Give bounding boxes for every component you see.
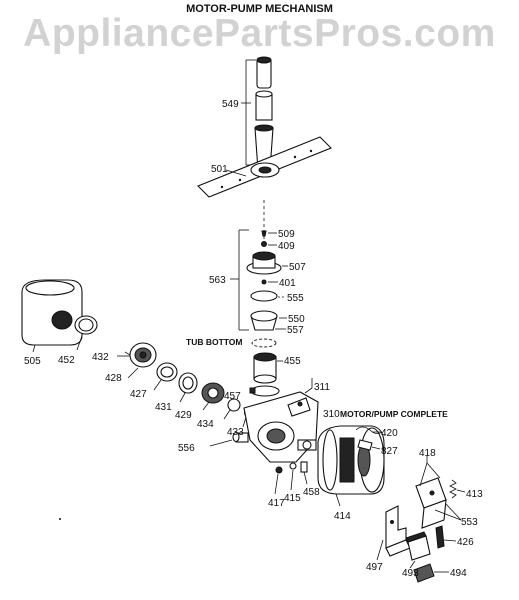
part-label-458: 458 bbox=[303, 487, 320, 498]
tub-bottom-caption: TUB BOTTOM bbox=[186, 337, 243, 347]
part-label-428: 428 bbox=[105, 373, 122, 384]
part-label-556: 556 bbox=[178, 443, 195, 454]
block-494-part bbox=[413, 563, 449, 583]
clamp-457-part bbox=[249, 385, 280, 397]
screw-458-part bbox=[300, 461, 308, 485]
part-label-550: 550 bbox=[288, 314, 305, 325]
fitting-556-part bbox=[209, 431, 249, 447]
part-label-505: 505 bbox=[24, 356, 41, 367]
part-label-501: 501 bbox=[211, 164, 228, 175]
coupling-455-part bbox=[253, 352, 283, 384]
part-label-497: 497 bbox=[366, 562, 383, 573]
watermark: AppliancePartsPros.com bbox=[23, 12, 496, 55]
block-493-part bbox=[405, 531, 431, 569]
impeller-429-part bbox=[201, 382, 225, 411]
part-label-563: 563 bbox=[209, 275, 226, 286]
part-label-418: 418 bbox=[419, 448, 436, 459]
clip-420-part bbox=[355, 426, 383, 434]
part-label-457: 457 bbox=[224, 391, 241, 402]
part-label-414: 414 bbox=[334, 511, 351, 522]
part-label-452: 452 bbox=[58, 355, 75, 366]
bracket-497-part bbox=[376, 505, 411, 561]
part-label-507: 507 bbox=[289, 262, 306, 273]
part-label-310: 310 bbox=[323, 409, 340, 420]
key-426-part bbox=[435, 525, 457, 549]
page-title: MOTOR-PUMP MECHANISM bbox=[186, 3, 333, 15]
assembly-563-bracket bbox=[230, 229, 249, 331]
part-label-827: 827 bbox=[381, 446, 398, 457]
part-434 bbox=[223, 398, 241, 420]
part-label-431: 431 bbox=[155, 402, 172, 413]
disc-431-part bbox=[178, 372, 198, 403]
oring-555-part bbox=[250, 290, 286, 302]
bracket-418-part bbox=[415, 456, 447, 529]
part-417 bbox=[274, 466, 283, 495]
impeller-428-part bbox=[117, 342, 157, 379]
part-label-553: 553 bbox=[461, 517, 478, 528]
part-label-549: 549 bbox=[222, 99, 239, 110]
ring-427-part bbox=[153, 362, 178, 391]
washer-409-part bbox=[261, 241, 277, 247]
part-label-409: 409 bbox=[278, 241, 295, 252]
part-label-455: 455 bbox=[284, 356, 301, 367]
spring-413-part bbox=[449, 479, 466, 499]
part-label-413: 413 bbox=[466, 489, 483, 500]
washer-415-part bbox=[289, 462, 297, 491]
part-label-401: 401 bbox=[279, 278, 296, 289]
motor-pump-complete-caption: MOTOR/PUMP COMPLETE bbox=[340, 409, 448, 419]
part-label-420: 420 bbox=[381, 428, 398, 439]
part-827 bbox=[357, 439, 381, 451]
part-label-432: 432 bbox=[92, 352, 109, 363]
part-label-417: 417 bbox=[268, 498, 285, 509]
part-label-427: 427 bbox=[130, 389, 147, 400]
speck-mark bbox=[59, 518, 61, 520]
part-label-429: 429 bbox=[175, 410, 192, 421]
part-label-415: 415 bbox=[284, 493, 301, 504]
clamp-452-part bbox=[74, 315, 98, 351]
inlet-housing-505-part bbox=[21, 279, 83, 353]
part-label-494: 494 bbox=[450, 568, 467, 579]
part-label-509: 509 bbox=[278, 229, 295, 240]
part-label-434: 434 bbox=[197, 419, 214, 430]
tub-bottom-opening bbox=[251, 338, 277, 348]
part-label-555: 555 bbox=[287, 293, 304, 304]
part-label-493: 493 bbox=[402, 568, 419, 579]
housing-550-part bbox=[250, 310, 287, 331]
screw-509-part bbox=[261, 230, 277, 237]
part-label-311: 311 bbox=[314, 382, 330, 393]
part-553 bbox=[434, 503, 462, 521]
part-label-426: 426 bbox=[457, 537, 474, 548]
hub-507-part bbox=[246, 251, 288, 275]
tube-549-part bbox=[241, 56, 274, 171]
part-label-433: 433 bbox=[227, 427, 244, 438]
part-label-557: 557 bbox=[287, 325, 304, 336]
part-401 bbox=[261, 279, 278, 285]
spray-arm-501-part bbox=[197, 136, 332, 198]
